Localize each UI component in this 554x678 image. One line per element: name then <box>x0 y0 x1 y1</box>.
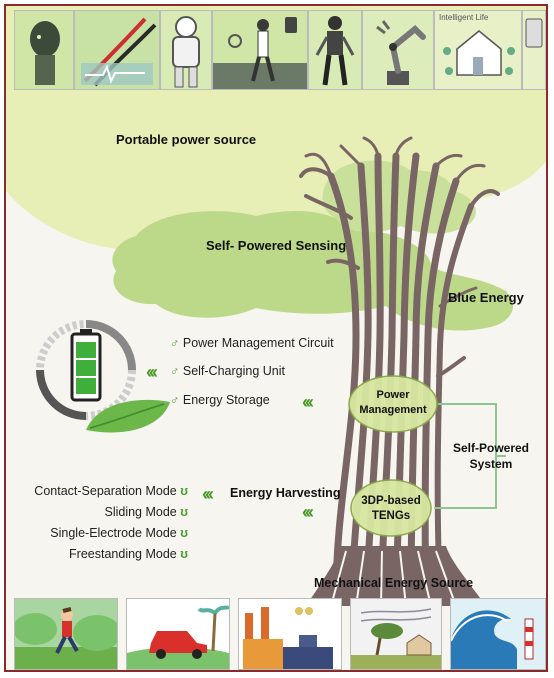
intelligent-life-label: Intelligent Life <box>439 13 489 22</box>
astronaut-icon <box>160 10 212 90</box>
mode-symbol-icon: ʊ <box>180 505 188 519</box>
mode-symbol-icon: ʊ <box>180 547 188 561</box>
male-symbol-icon: ♂ <box>170 393 180 407</box>
blue-energy-label: Blue Energy <box>448 290 524 305</box>
factory-icon <box>238 598 342 670</box>
arrow-from-tengs: ‹‹‹ <box>302 502 314 522</box>
arrow-to-battery: ‹‹‹ <box>146 362 158 382</box>
storage-item: ♂ Self-Charging Unit <box>170 364 285 378</box>
mode-item: Contact-Separation Mode ʊ <box>34 484 188 498</box>
smartphone-icon <box>522 10 546 90</box>
portable-power-label: Portable power source <box>116 132 257 147</box>
smart-home-icon: Intelligent Life <box>434 10 522 90</box>
storage-item: ♂ Energy Storage <box>170 393 270 407</box>
power-management-label: Power Management <box>359 389 427 416</box>
self-powered-system-label: Self-Powered System <box>452 441 530 471</box>
storage-item: ♂ Power Management Circuit <box>170 336 334 350</box>
robot-head-icon <box>14 10 74 90</box>
robot-arm-icon <box>362 10 434 90</box>
leaf-icon <box>86 399 170 433</box>
car-icon <box>126 598 230 670</box>
windy-tree-icon <box>350 598 442 670</box>
energy-harvesting-label: Energy Harvesting <box>230 486 341 500</box>
self-powered-sensing-label: Self- Powered Sensing <box>206 238 347 253</box>
ocean-wave-icon <box>450 598 546 670</box>
battery-graphic <box>36 320 136 420</box>
mode-item: Single-Electrode Mode ʊ <box>50 526 188 540</box>
exoskeleton-icon <box>308 10 362 90</box>
figure-frame: Intelligent Life <box>4 4 548 672</box>
mode-symbol-icon: ʊ <box>180 484 188 498</box>
dna-helix-icon <box>74 10 160 90</box>
arrow-to-modes: ‹‹‹ <box>202 484 214 504</box>
tree-trunk <box>299 136 506 607</box>
tengs-label: 3DP-based TENGs <box>361 495 421 522</box>
mode-item: Sliding Mode ʊ <box>104 505 188 519</box>
mechanical-source-label: Mechanical Energy Source <box>314 576 474 590</box>
male-symbol-icon: ♂ <box>170 364 180 378</box>
arrow-from-power-management: ‹‹‹ <box>302 392 314 412</box>
mode-symbol-icon: ʊ <box>180 526 188 540</box>
runner-icon <box>14 598 118 670</box>
mode-item: Freestanding Mode ʊ <box>69 547 188 561</box>
athlete-icon <box>212 10 308 90</box>
male-symbol-icon: ♂ <box>170 336 180 350</box>
